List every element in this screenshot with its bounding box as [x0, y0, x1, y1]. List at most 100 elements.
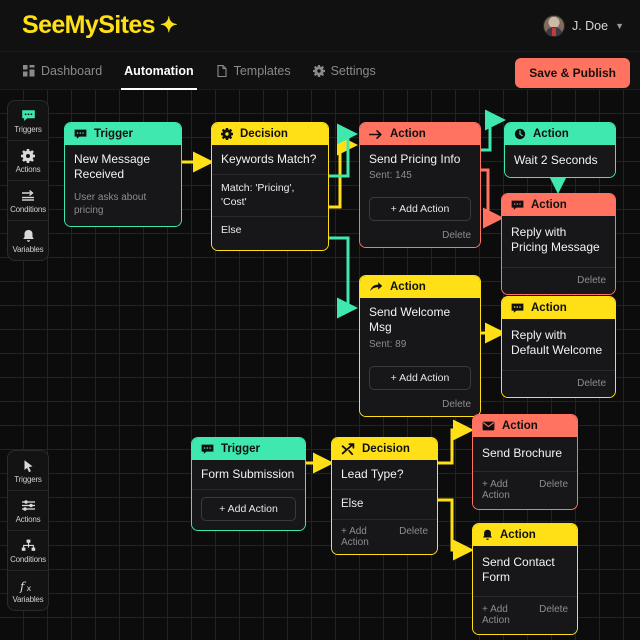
gear-icon	[21, 148, 35, 163]
add-action-link[interactable]: + Add Action	[482, 603, 510, 626]
save-and-publish-button[interactable]: Save & Publish	[515, 58, 630, 88]
node-action-send-welcome[interactable]: Action Send Welcome Msg Sent: 89 + Add A…	[359, 275, 481, 417]
delete-link[interactable]: Delete	[442, 230, 471, 242]
palette-item-conditions-bottom[interactable]: Conditions	[8, 531, 48, 571]
add-action-wrap: + Add Action	[360, 359, 480, 395]
add-action-wrap: + Add Action	[192, 490, 305, 530]
node-title: Wait 2 Seconds	[514, 153, 598, 167]
cursor-icon	[22, 458, 35, 473]
chat-bubble-icon	[511, 303, 524, 314]
node-title: Send Contact Form	[473, 546, 577, 597]
palette-item-conditions-top[interactable]: Conditions	[8, 181, 48, 221]
palette-label: Triggers	[14, 125, 42, 134]
tab-automation[interactable]: Automation	[113, 52, 204, 90]
node-body: Wait 2 Seconds	[505, 145, 615, 178]
chevron-down-icon: ▼	[615, 20, 624, 31]
add-action-button[interactable]: + Add Action	[369, 365, 471, 390]
node-trigger-form-submission[interactable]: Trigger Form Submission + Add Action	[191, 437, 306, 532]
palette-item-triggers-bottom[interactable]: Triggers	[8, 451, 48, 491]
tab-dashboard[interactable]: Dashboard	[12, 52, 113, 90]
node-body: Reply with Default Welcome Delete	[502, 319, 615, 397]
delete-link[interactable]: Delete	[539, 603, 568, 615]
node-action-send-contact-form[interactable]: Action Send Contact Form + Add Action De…	[472, 523, 578, 635]
node-action-send-brochure[interactable]: Action Send Brochure + Add Action Delete	[472, 414, 578, 511]
node-kind-label: Action	[531, 302, 567, 314]
avatar	[542, 14, 565, 37]
add-action-button[interactable]: + Add Action	[369, 197, 471, 222]
node-decision-lead-type[interactable]: Decision Lead Type? Else + Add Action De…	[331, 437, 438, 556]
bell-icon	[22, 228, 35, 243]
delete-link[interactable]: Delete	[442, 398, 471, 410]
node-footer: Delete	[360, 395, 480, 416]
branch-else[interactable]: Else	[332, 490, 437, 521]
chat-bubble-icon	[74, 129, 87, 140]
node-kind-label: Action	[390, 128, 426, 140]
node-trigger-new-message[interactable]: Trigger New Message Received User asks a…	[64, 122, 182, 228]
node-action-wait[interactable]: Action Wait 2 Seconds	[504, 122, 616, 179]
node-header: Action	[505, 123, 615, 145]
automation-canvas[interactable]: Triggers Actions Conditions Variables	[0, 90, 640, 640]
tab-templates-label: Templates	[233, 63, 291, 78]
palette-item-variables-top[interactable]: Variables	[8, 221, 48, 260]
add-action-link[interactable]: + Add Action	[482, 479, 510, 502]
gear-icon	[312, 64, 325, 77]
node-title: Send Welcome Msg	[369, 305, 451, 335]
node-body: Form Submission + Add Action	[192, 460, 305, 531]
node-body: Send Brochure + Add Action Delete	[473, 437, 577, 510]
tab-settings[interactable]: Settings	[302, 52, 387, 90]
node-kind-label: Trigger	[94, 128, 133, 140]
node-footer: + Add Action Delete	[473, 597, 577, 634]
node-title: Reply with Pricing Message	[502, 216, 615, 268]
delete-link[interactable]: Delete	[399, 526, 428, 538]
arrow-split-icon	[341, 443, 355, 455]
mail-icon	[482, 421, 495, 431]
brand-logo[interactable]: SeeMySites ✦	[22, 11, 178, 40]
node-footer: + Add Action Delete	[332, 520, 437, 554]
share-arrow-icon	[369, 281, 383, 293]
brand-name: SeeMySites	[22, 11, 156, 39]
add-action-button[interactable]: + Add Action	[201, 497, 296, 522]
add-action-link[interactable]: + Add Action	[341, 526, 369, 549]
palette-label: Actions	[15, 515, 41, 524]
palette-top: Triggers Actions Conditions Variables	[7, 100, 49, 261]
tab-automation-label: Automation	[124, 63, 194, 78]
palette-label: Triggers	[14, 475, 42, 484]
branch-match[interactable]: Match: 'Pricing', 'Cost'	[212, 175, 328, 218]
arrow-split-icon	[21, 188, 36, 203]
tab-templates[interactable]: Templates	[205, 52, 302, 90]
node-kind-label: Trigger	[221, 443, 260, 455]
node-header: Action	[473, 524, 577, 546]
tab-settings-label: Settings	[330, 63, 376, 78]
palette-label: Conditions	[10, 555, 46, 564]
bell-icon	[482, 529, 493, 541]
node-decision-keywords[interactable]: Decision Keywords Match? Match: 'Pricing…	[211, 122, 329, 251]
node-title: Lead Type?	[332, 460, 437, 491]
node-footer: Delete	[502, 268, 615, 294]
node-header: Action	[502, 194, 615, 216]
node-action-reply-default[interactable]: Action Reply with Default Welcome Delete	[501, 296, 616, 398]
branch-else[interactable]: Else	[221, 224, 242, 237]
hierarchy-icon	[21, 538, 36, 553]
node-body: Keywords Match? Match: 'Pricing', 'Cost'…	[212, 145, 328, 250]
delete-link[interactable]: Delete	[577, 274, 606, 286]
node-stat: Sent: 89	[369, 338, 407, 350]
node-action-send-pricing[interactable]: Action Send Pricing Info Sent: 145 + Add…	[359, 122, 481, 249]
app-header: SeeMySites ✦ J. Doe ▼	[0, 0, 640, 52]
palette-item-actions-bottom[interactable]: Actions	[8, 491, 48, 531]
node-body: Reply with Pricing Message Delete	[502, 216, 615, 294]
delete-link[interactable]: Delete	[577, 377, 606, 389]
palette-item-triggers-top[interactable]: Triggers	[8, 101, 48, 141]
node-title: Reply with Default Welcome	[502, 319, 615, 371]
node-action-reply-pricing[interactable]: Action Reply with Pricing Message Delete	[501, 193, 616, 295]
palette-label: Conditions	[10, 205, 46, 214]
user-menu[interactable]: J. Doe ▼	[542, 14, 624, 37]
node-body: Lead Type? Else + Add Action Delete	[332, 460, 437, 555]
palette-label: Variables	[12, 595, 44, 604]
delete-link[interactable]: Delete	[539, 479, 568, 491]
palette-item-actions-top[interactable]: Actions	[8, 141, 48, 181]
node-title: Send Pricing Info	[369, 152, 461, 166]
node-footer: Delete	[360, 226, 480, 247]
